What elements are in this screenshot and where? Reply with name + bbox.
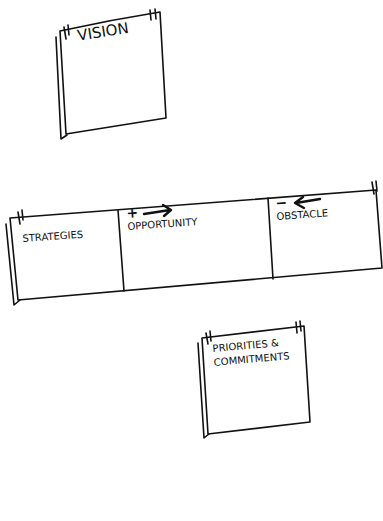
band-sheet xyxy=(10,190,382,300)
flipchart-sheet: STRATEGIES xyxy=(22,225,117,245)
priorities-sheet xyxy=(202,326,310,434)
sheet-edge xyxy=(6,224,20,305)
obstacle-heading: OBSTACLE xyxy=(276,203,377,223)
left-arrow xyxy=(295,197,320,208)
right-arrow xyxy=(144,205,171,216)
column-divider xyxy=(118,198,273,291)
vision-sheet xyxy=(60,12,166,134)
priorities-heading: PRIORITIES & COMMITMENTS xyxy=(212,334,308,369)
sheet-edge xyxy=(198,343,209,438)
minus-sign: − xyxy=(275,189,376,210)
flipchart-sheet: −OBSTACLE xyxy=(275,189,377,223)
vision-heading: VISION xyxy=(76,13,164,46)
strategies-heading: STRATEGIES xyxy=(22,225,117,245)
flipchart-sheet: +OPPORTUNITY xyxy=(126,196,268,233)
flipchart-sheet: PRIORITIES & COMMITMENTS xyxy=(212,334,308,369)
opportunity-heading: OPPORTUNITY xyxy=(127,210,268,233)
flipchart-sheet: VISION xyxy=(76,13,164,46)
sheet-edge xyxy=(56,37,67,139)
